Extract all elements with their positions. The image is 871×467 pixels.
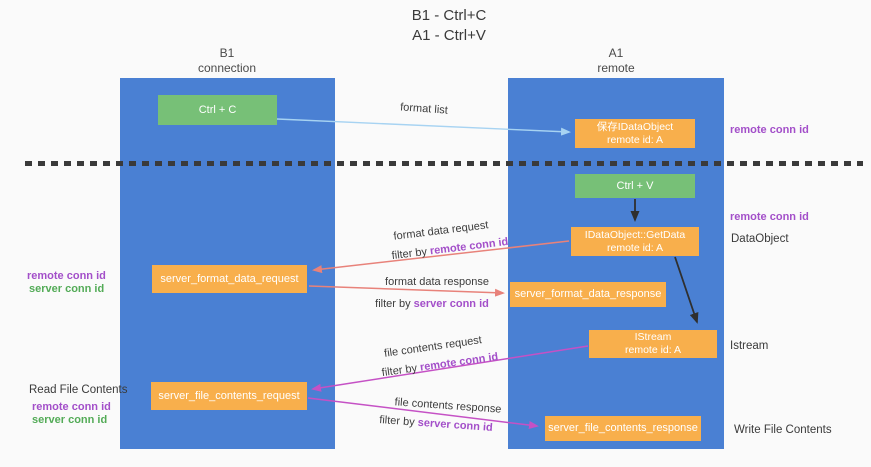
arrow-label-file-contents-response: file contents response	[394, 396, 502, 416]
node-server-format-data-request: server_format_data_request	[152, 265, 307, 293]
node-ctrl-c: Ctrl + C	[158, 95, 277, 125]
lane-a1-subtitle: remote	[597, 61, 635, 75]
page-title: B1 - Ctrl+C A1 - Ctrl+V	[412, 6, 487, 46]
node-idataobject-getdata: IDataObject::GetData remote id: A	[571, 227, 699, 256]
node-server-file-contents-response: server_file_contents_response	[545, 416, 701, 441]
server-conn-id-highlight: server conn id	[417, 416, 494, 434]
node-file-response-label: server_file_contents_response	[548, 422, 698, 434]
arrow-label-filter-server-2: filter by server conn id	[379, 414, 493, 434]
lane-header-b1: B1 connection	[198, 46, 256, 76]
node-istream: IStream remote id: A	[589, 330, 717, 358]
node-ctrl-c-label: Ctrl + C	[198, 103, 237, 116]
arrow-label-format-list: format list	[399, 101, 449, 117]
node-format-request-label: server_format_data_request	[160, 272, 299, 285]
annotation-dataobject: DataObject	[731, 233, 789, 245]
lane-header-a1: A1 remote	[597, 46, 634, 76]
annotation-server-conn-id-left1: server conn id	[29, 283, 105, 295]
node-server-format-data-response: server_format_data_response	[510, 282, 666, 307]
node-save-idataobject-line1: 保存IDataObject	[596, 120, 674, 133]
filter-by-prefix: filter by	[375, 298, 414, 310]
node-getdata-line1: IDataObject::GetData	[584, 228, 686, 241]
annotation-remote-conn-id-mid: remote conn id	[730, 211, 809, 223]
node-save-idataobject-line2: remote id: A	[606, 133, 664, 146]
node-istream-line1: IStream	[634, 331, 672, 343]
remote-conn-id-highlight: remote conn id	[429, 235, 509, 258]
node-file-request-label: server_file_contents_request	[158, 389, 300, 402]
node-ctrl-v: Ctrl + V	[575, 174, 695, 198]
node-getdata-line2: remote id: A	[606, 241, 664, 254]
annotation-istream: Istream	[730, 340, 769, 352]
filter-by-prefix: filter by	[378, 414, 419, 429]
lane-a1-title: A1	[608, 46, 624, 60]
title-line-2: A1 - Ctrl+V	[412, 27, 486, 44]
annotation-read-file-contents: Read File Contents	[29, 384, 128, 396]
node-save-idataobject: 保存IDataObject remote id: A	[575, 119, 695, 148]
annotation-remote-conn-id-left2: remote conn id	[32, 401, 111, 413]
server-conn-id-highlight: server conn id	[413, 298, 489, 310]
annotation-write-file-contents: Write File Contents	[734, 424, 832, 436]
lane-b1-subtitle: connection	[197, 61, 257, 75]
remote-conn-id-highlight: remote conn id	[419, 350, 499, 374]
annotation-remote-conn-id-left1: remote conn id	[27, 270, 106, 282]
node-format-response-label: server_format_data_response	[514, 288, 662, 300]
node-istream-line2: remote id: A	[624, 344, 682, 356]
node-server-file-contents-request: server_file_contents_request	[151, 382, 307, 410]
filter-by-prefix: filter by	[381, 361, 421, 380]
dashed-divider	[25, 161, 863, 166]
annotation-server-conn-id-left2: server conn id	[32, 414, 108, 426]
filter-by-prefix: filter by	[391, 245, 431, 263]
annotation-remote-conn-id-top: remote conn id	[730, 124, 809, 136]
node-ctrl-v-label: Ctrl + V	[616, 179, 654, 192]
arrow-label-filter-server-1: filter by server conn id	[375, 298, 489, 310]
lane-b1-title: B1	[219, 46, 235, 60]
arrow-label-format-data-response: format data response	[385, 276, 489, 288]
title-line-1: B1 - Ctrl+C	[411, 7, 487, 24]
